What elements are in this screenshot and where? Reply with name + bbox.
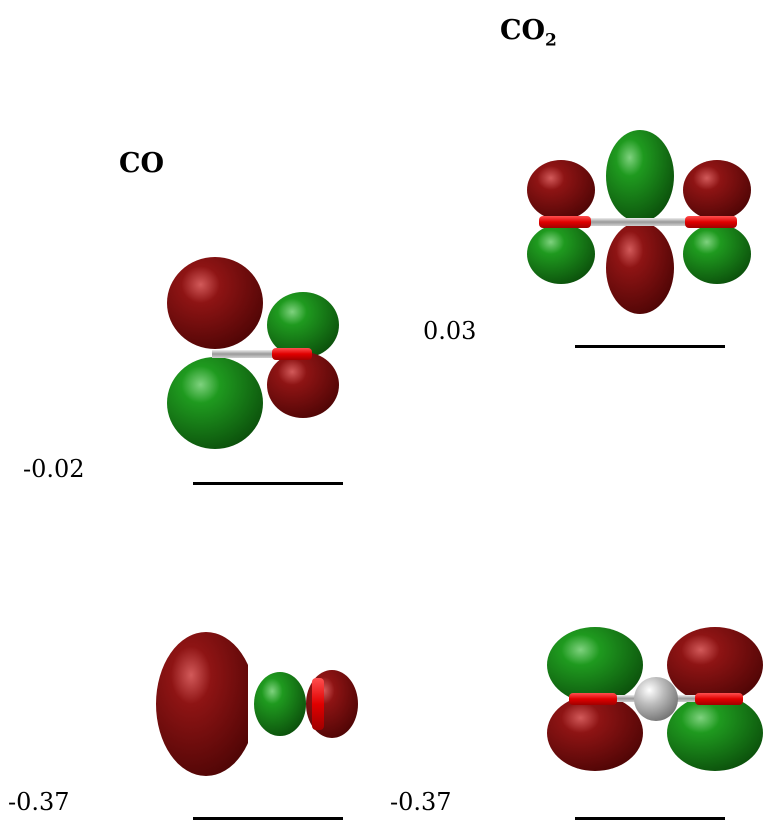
co-lumo-energy: -0.02 [23, 455, 85, 483]
co-lumo-lobe-top-left [167, 257, 263, 349]
co-homo-lobe-cut [248, 630, 258, 780]
co-title-text: CO [119, 148, 165, 179]
co2-homo-energy: -0.37 [390, 788, 452, 816]
co2-lumo-level-line [575, 345, 725, 348]
co-lumo-lobe-top-right [267, 292, 339, 358]
co-lumo-bond [212, 350, 280, 358]
co2-homo-lobe-left-bottom [547, 695, 643, 771]
co2-homo-lobe-right-bottom [667, 695, 763, 771]
co2-lumo-oxygen-left [539, 216, 591, 228]
co2-homo-carbon-atom [634, 677, 678, 721]
co-lumo-lobe-bottom-right [267, 352, 339, 418]
co2-lumo-oxygen-right [685, 216, 737, 228]
co2-column-title: CO2 [500, 15, 557, 50]
co-column-title: CO [119, 148, 164, 179]
co2-homo-level-line [575, 817, 725, 820]
co2-homo-oxygen-left [569, 693, 617, 705]
co2-lumo-lobe-right-top [683, 160, 751, 220]
co-homo-orbital [156, 630, 358, 780]
co2-lumo-lobe-right-bottom [683, 224, 751, 284]
co-homo-energy: -0.37 [8, 788, 70, 816]
co2-lumo-orbital [527, 130, 751, 314]
co2-homo-oxygen-right [695, 693, 743, 705]
co-homo-oxygen [312, 678, 324, 730]
co2-lumo-lobe-center-top [606, 130, 674, 222]
co-lumo-oxygen [272, 348, 312, 360]
co2-lumo-lobe-left-bottom [527, 224, 595, 284]
co-lumo-level-line [193, 482, 343, 485]
co2-lumo-lobe-left-top [527, 160, 595, 220]
co-homo-lobe-large [156, 632, 256, 776]
co-homo-level-line [193, 817, 343, 820]
co2-lumo-energy: 0.03 [423, 317, 477, 345]
co-lumo-lobe-bottom-left [167, 357, 263, 449]
co-lumo-orbital [167, 257, 339, 449]
co2-lumo-lobe-center-bottom [606, 222, 674, 314]
co2-homo-lobe-right-top [667, 627, 763, 703]
co2-homo-lobe-left-top [547, 627, 643, 703]
co2-title-text: CO [500, 15, 546, 46]
co-homo-lobe-middle [254, 672, 306, 736]
co2-title-subscript: 2 [545, 30, 557, 51]
co2-homo-orbital [547, 627, 763, 771]
co2-lumo-bond [545, 218, 735, 226]
